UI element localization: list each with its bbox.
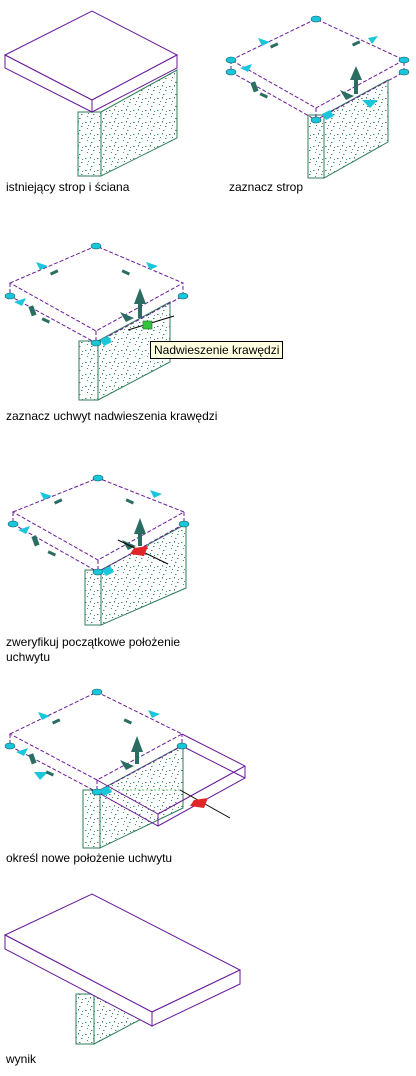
panel-existing — [3, 10, 179, 177]
grips — [225, 15, 410, 124]
caption-verify-line1: zweryfikuj początkowe położenie — [6, 635, 181, 649]
grips — [7, 474, 190, 576]
panel-result — [3, 893, 242, 1045]
wall — [77, 69, 178, 177]
slab-extended — [3, 893, 242, 1027]
caption-existing: istniejący strop i ściana — [6, 180, 130, 194]
caption-specify-new: określ nowe położenie uchwytu — [6, 851, 173, 865]
panel-specify-new — [4, 688, 246, 849]
grips — [4, 688, 231, 819]
grips — [4, 242, 189, 347]
panel-select-grip — [4, 242, 189, 401]
panel-verify-grip — [7, 474, 190, 626]
caption-select-slab: zaznacz strop — [229, 180, 304, 194]
overhang-grip-moved — [190, 798, 208, 808]
caption-result: wynik — [6, 1052, 37, 1066]
panel-select-slab — [225, 15, 410, 179]
slab — [3, 10, 179, 113]
overhang-grip — [142, 320, 153, 330]
preview-extension — [96, 733, 246, 827]
overhang-grip-active — [130, 546, 148, 556]
caption-verify-line2: uchwytu — [6, 650, 51, 664]
caption-select-grip: zaznacz uchwyt nadwieszenia krawędzi — [6, 409, 218, 423]
wall — [84, 523, 187, 626]
edge-overhang-tooltip: Nadwieszenie krawędzi — [150, 341, 284, 359]
